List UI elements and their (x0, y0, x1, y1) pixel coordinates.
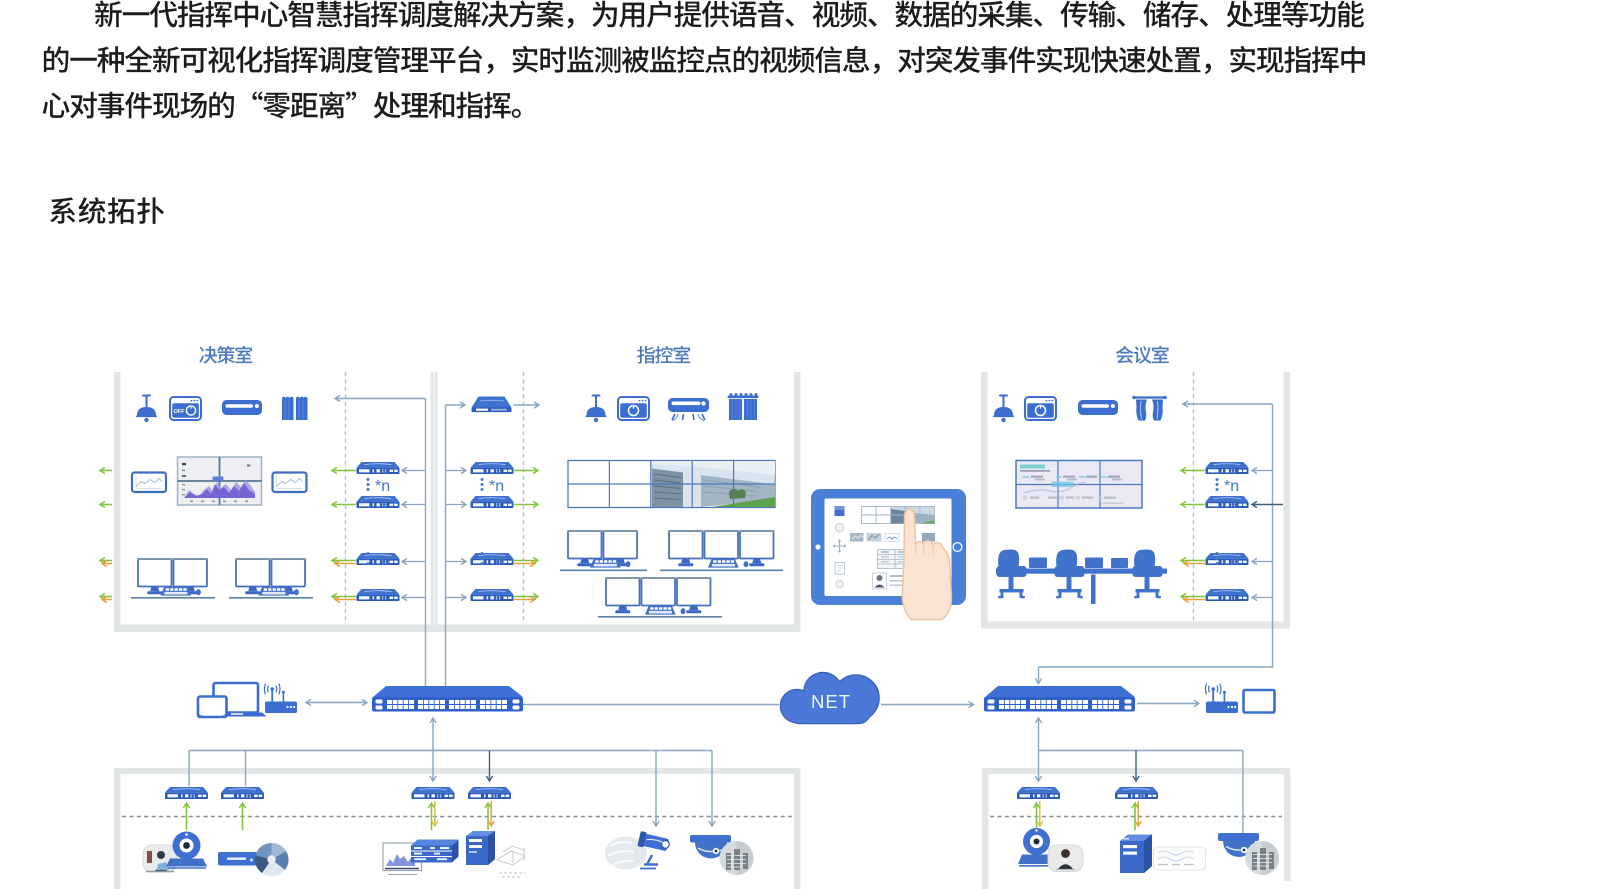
svg-text:*n: *n (375, 552, 390, 569)
svg-text:NET: NET (811, 691, 851, 712)
svg-text:*n: *n (1224, 478, 1239, 495)
svg-text:*n: *n (489, 552, 504, 569)
svg-text:*n: *n (375, 478, 390, 495)
svg-text:*n: *n (1224, 552, 1239, 569)
svg-text:*n: *n (489, 478, 504, 495)
